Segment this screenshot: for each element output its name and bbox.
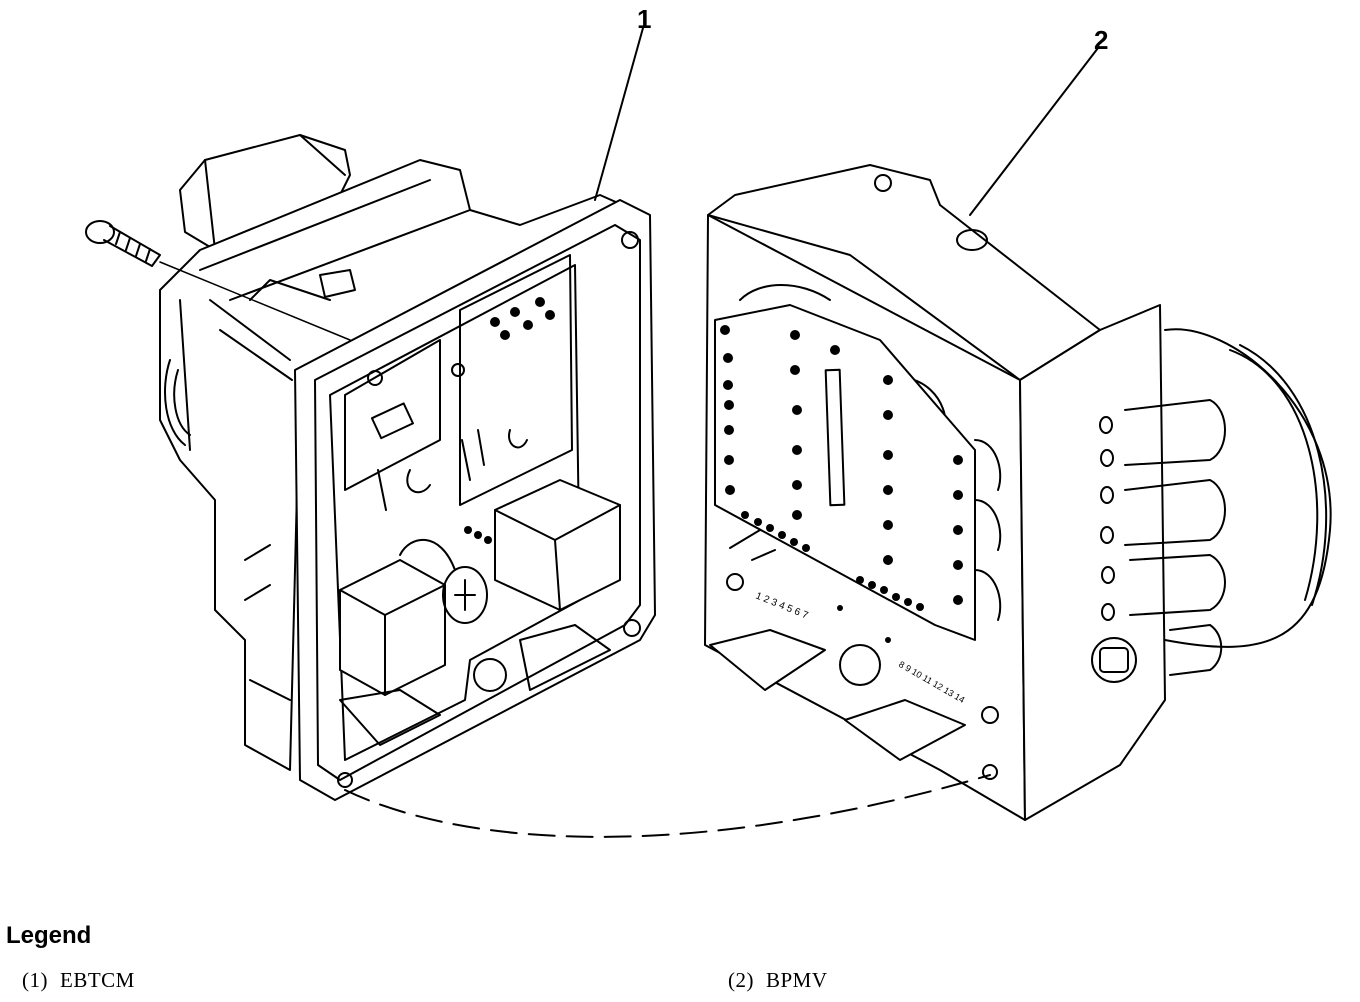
ebtcm-module: [159, 134, 656, 801]
legend-item-bpmv: (2) BPMV: [728, 968, 828, 993]
legend-item-number: (2): [728, 968, 754, 992]
legend-item-ebtcm: (1) EBTCM: [22, 968, 135, 993]
bpmv-module: [704, 164, 1332, 821]
callout-2: 2: [1094, 25, 1109, 55]
mating-path-dashed: [344, 774, 991, 838]
legend-item-number: (1): [22, 968, 48, 992]
screw: [85, 220, 161, 267]
leader-line-2: [969, 47, 1099, 216]
screw-alignment-line: [159, 261, 351, 341]
legend-item-text: BPMV: [766, 968, 828, 992]
leader-line-1: [594, 27, 644, 201]
legend-item-text: EBTCM: [60, 968, 135, 992]
exploded-view-diagram: 1 2 3 4 5 6 7 8 9 10 11 12 13 14: [85, 27, 1332, 838]
legend-heading: Legend: [6, 922, 92, 949]
callout-1: 1: [637, 4, 652, 34]
